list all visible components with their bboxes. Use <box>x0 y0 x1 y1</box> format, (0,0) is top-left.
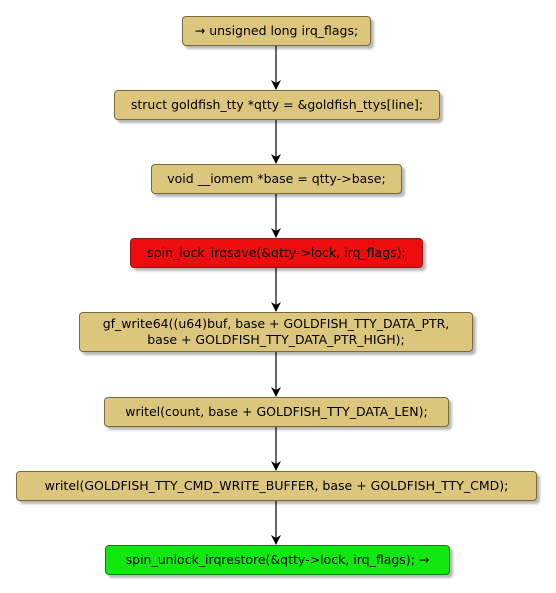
flow-node-irq-flags-decl: → unsigned long irq_flags; <box>182 16 371 46</box>
flow-node-writel-cmd: writel(GOLDFISH_TTY_CMD_WRITE_BUFFER, ba… <box>16 471 537 501</box>
flow-node-spin-unlock: spin_unlock_irqrestore(&qtty->lock, irq_… <box>105 545 450 575</box>
flow-node-spin-lock: spin_lock_irqsave(&qtty->lock, irq_flags… <box>130 238 423 268</box>
node-text: writel(count, base + GOLDFISH_TTY_DATA_L… <box>125 404 428 419</box>
flow-node-qtty-decl: struct goldfish_tty *qtty = &goldfish_tt… <box>114 90 440 120</box>
node-text: spin_lock_irqsave(&qtty->lock, irq_flags… <box>147 245 406 260</box>
flow-node-writel-count: writel(count, base + GOLDFISH_TTY_DATA_L… <box>104 397 449 427</box>
node-text: writel(GOLDFISH_TTY_CMD_WRITE_BUFFER, ba… <box>44 478 509 493</box>
node-text: spin_unlock_irqrestore(&qtty->lock, irq_… <box>125 552 430 567</box>
flow-node-gf-write64: gf_write64((u64)buf, base + GOLDFISH_TTY… <box>79 312 473 352</box>
flow-node-base-decl: void __iomem *base = qtty->base; <box>151 164 402 194</box>
node-text-line-1: gf_write64((u64)buf, base + GOLDFISH_TTY… <box>102 316 450 331</box>
node-text: void __iomem *base = qtty->base; <box>167 171 386 186</box>
node-text: struct goldfish_tty *qtty = &goldfish_tt… <box>130 97 424 112</box>
node-text: → unsigned long irq_flags; <box>194 23 359 38</box>
node-text-line-2: base + GOLDFISH_TTY_DATA_PTR_HIGH); <box>147 332 405 347</box>
